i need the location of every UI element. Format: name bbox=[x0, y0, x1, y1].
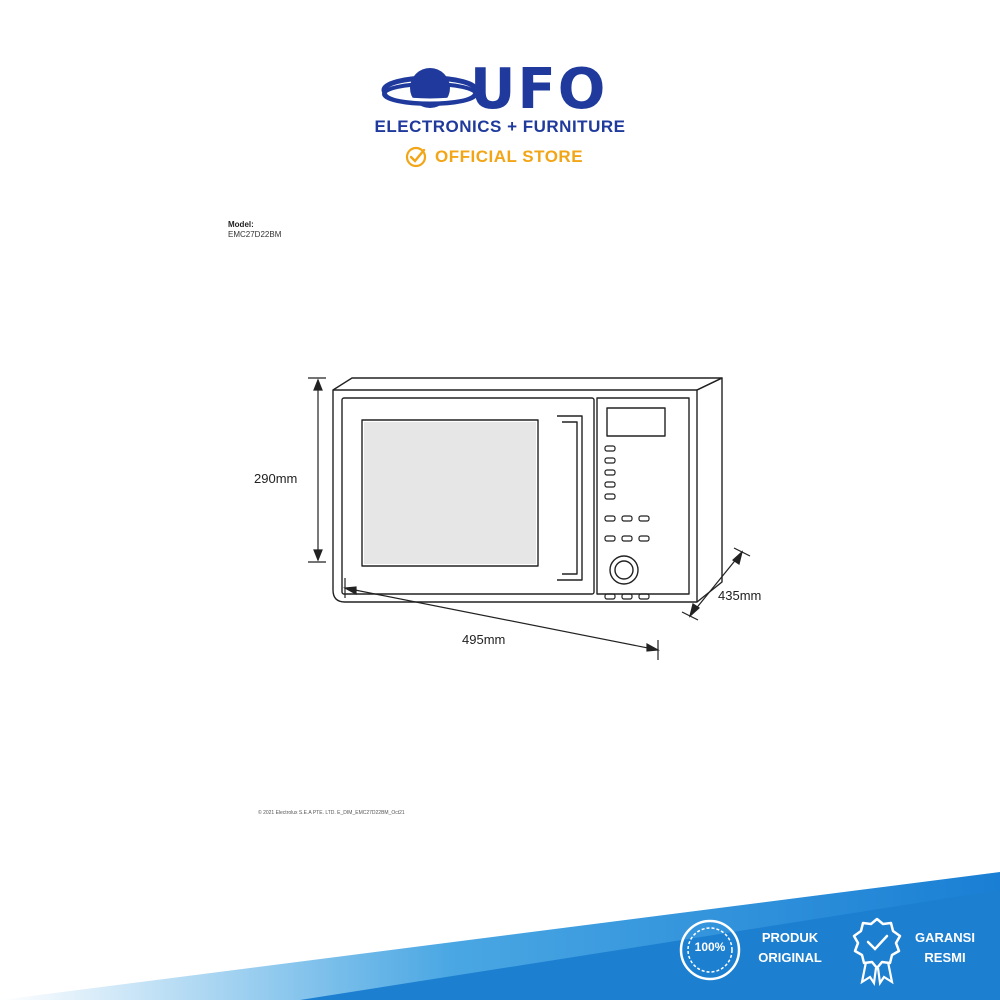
check-circle-icon bbox=[405, 146, 427, 168]
height-dimension-line bbox=[308, 377, 326, 563]
footer-background bbox=[0, 872, 1000, 1000]
footer-banner: 100% PRODUK ORIGINAL GARANSI RESMI bbox=[0, 860, 1000, 1000]
width-dimension-line bbox=[342, 578, 661, 660]
percent-seal-text: 100% bbox=[694, 940, 726, 954]
height-dimension-label: 290mm bbox=[254, 471, 297, 486]
percent-seal-icon: 100% bbox=[678, 918, 742, 982]
garansi-resmi-label: GARANSI RESMI bbox=[915, 930, 975, 965]
store-header: UFO ELECTRONICS + FURNITURE OFFICIAL STO… bbox=[0, 0, 1000, 180]
official-store-badge: OFFICIAL STORE bbox=[405, 144, 583, 170]
control-buttons bbox=[604, 445, 650, 600]
depth-dimension-label: 435mm bbox=[718, 588, 761, 603]
model-number: EMC27D22BM bbox=[228, 230, 282, 239]
oven-window-mesh bbox=[364, 422, 536, 564]
brand-tagline: ELECTRONICS + FURNITURE bbox=[374, 117, 626, 136]
copyright-text: © 2021 Electrolux S.E.A PTE. LTD. E_DIM_… bbox=[258, 810, 405, 816]
planet-logo-icon bbox=[381, 68, 479, 108]
produk-original-label: PRODUK ORIGINAL bbox=[758, 930, 822, 965]
official-store-label: OFFICIAL STORE bbox=[435, 147, 584, 166]
warranty-ribbon-icon bbox=[852, 917, 902, 986]
width-dimension-label: 495mm bbox=[462, 632, 505, 647]
depth-dimension-line bbox=[681, 547, 751, 621]
model-label: Model: bbox=[228, 220, 254, 229]
brand-name: UFO bbox=[470, 57, 608, 122]
